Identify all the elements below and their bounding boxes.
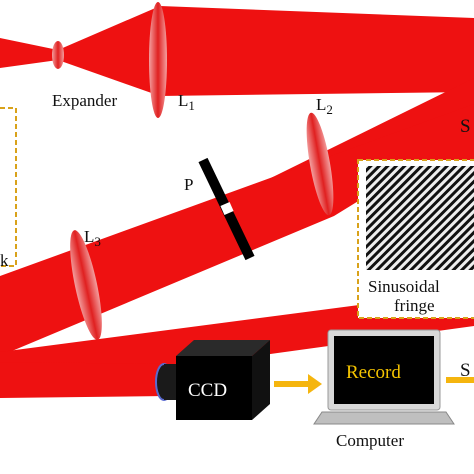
lens-l3: [70, 230, 102, 340]
left-dashed-box: [0, 107, 17, 267]
laptop-icon: [313, 329, 455, 425]
computer-label: Computer: [336, 431, 404, 450]
lens-l1: [149, 2, 167, 118]
expander: [52, 41, 64, 69]
fringe-label-line2: fringe: [394, 296, 435, 315]
sinusoidal-fringe-image: [366, 166, 474, 270]
l1-label: L1: [178, 91, 195, 113]
expander-label: Expander: [52, 91, 117, 110]
ccd-camera-icon: [155, 340, 270, 420]
arrow-right-icon: [274, 374, 322, 394]
l3-label: L3: [84, 227, 101, 249]
beam-to-ccd: [0, 362, 168, 398]
record-label: Record: [346, 362, 401, 383]
beam-input: [0, 38, 58, 68]
s-bottom-right-label: S: [460, 360, 471, 381]
l2-label: L2: [316, 95, 333, 117]
k-left-label: k: [0, 251, 9, 270]
fringe-label-line1: Sinusoidal: [368, 277, 440, 296]
polarizer-gap: [220, 201, 234, 216]
arrow-right-icon: [446, 377, 474, 383]
beam-collimated-top: [160, 6, 474, 96]
lens-l2: [306, 112, 334, 216]
p-label: P: [184, 175, 193, 194]
ccd-label: CCD: [188, 380, 227, 401]
beam-expanding: [58, 6, 160, 96]
fringe-panel: [357, 159, 474, 319]
s-top-right-label: S: [460, 116, 471, 137]
